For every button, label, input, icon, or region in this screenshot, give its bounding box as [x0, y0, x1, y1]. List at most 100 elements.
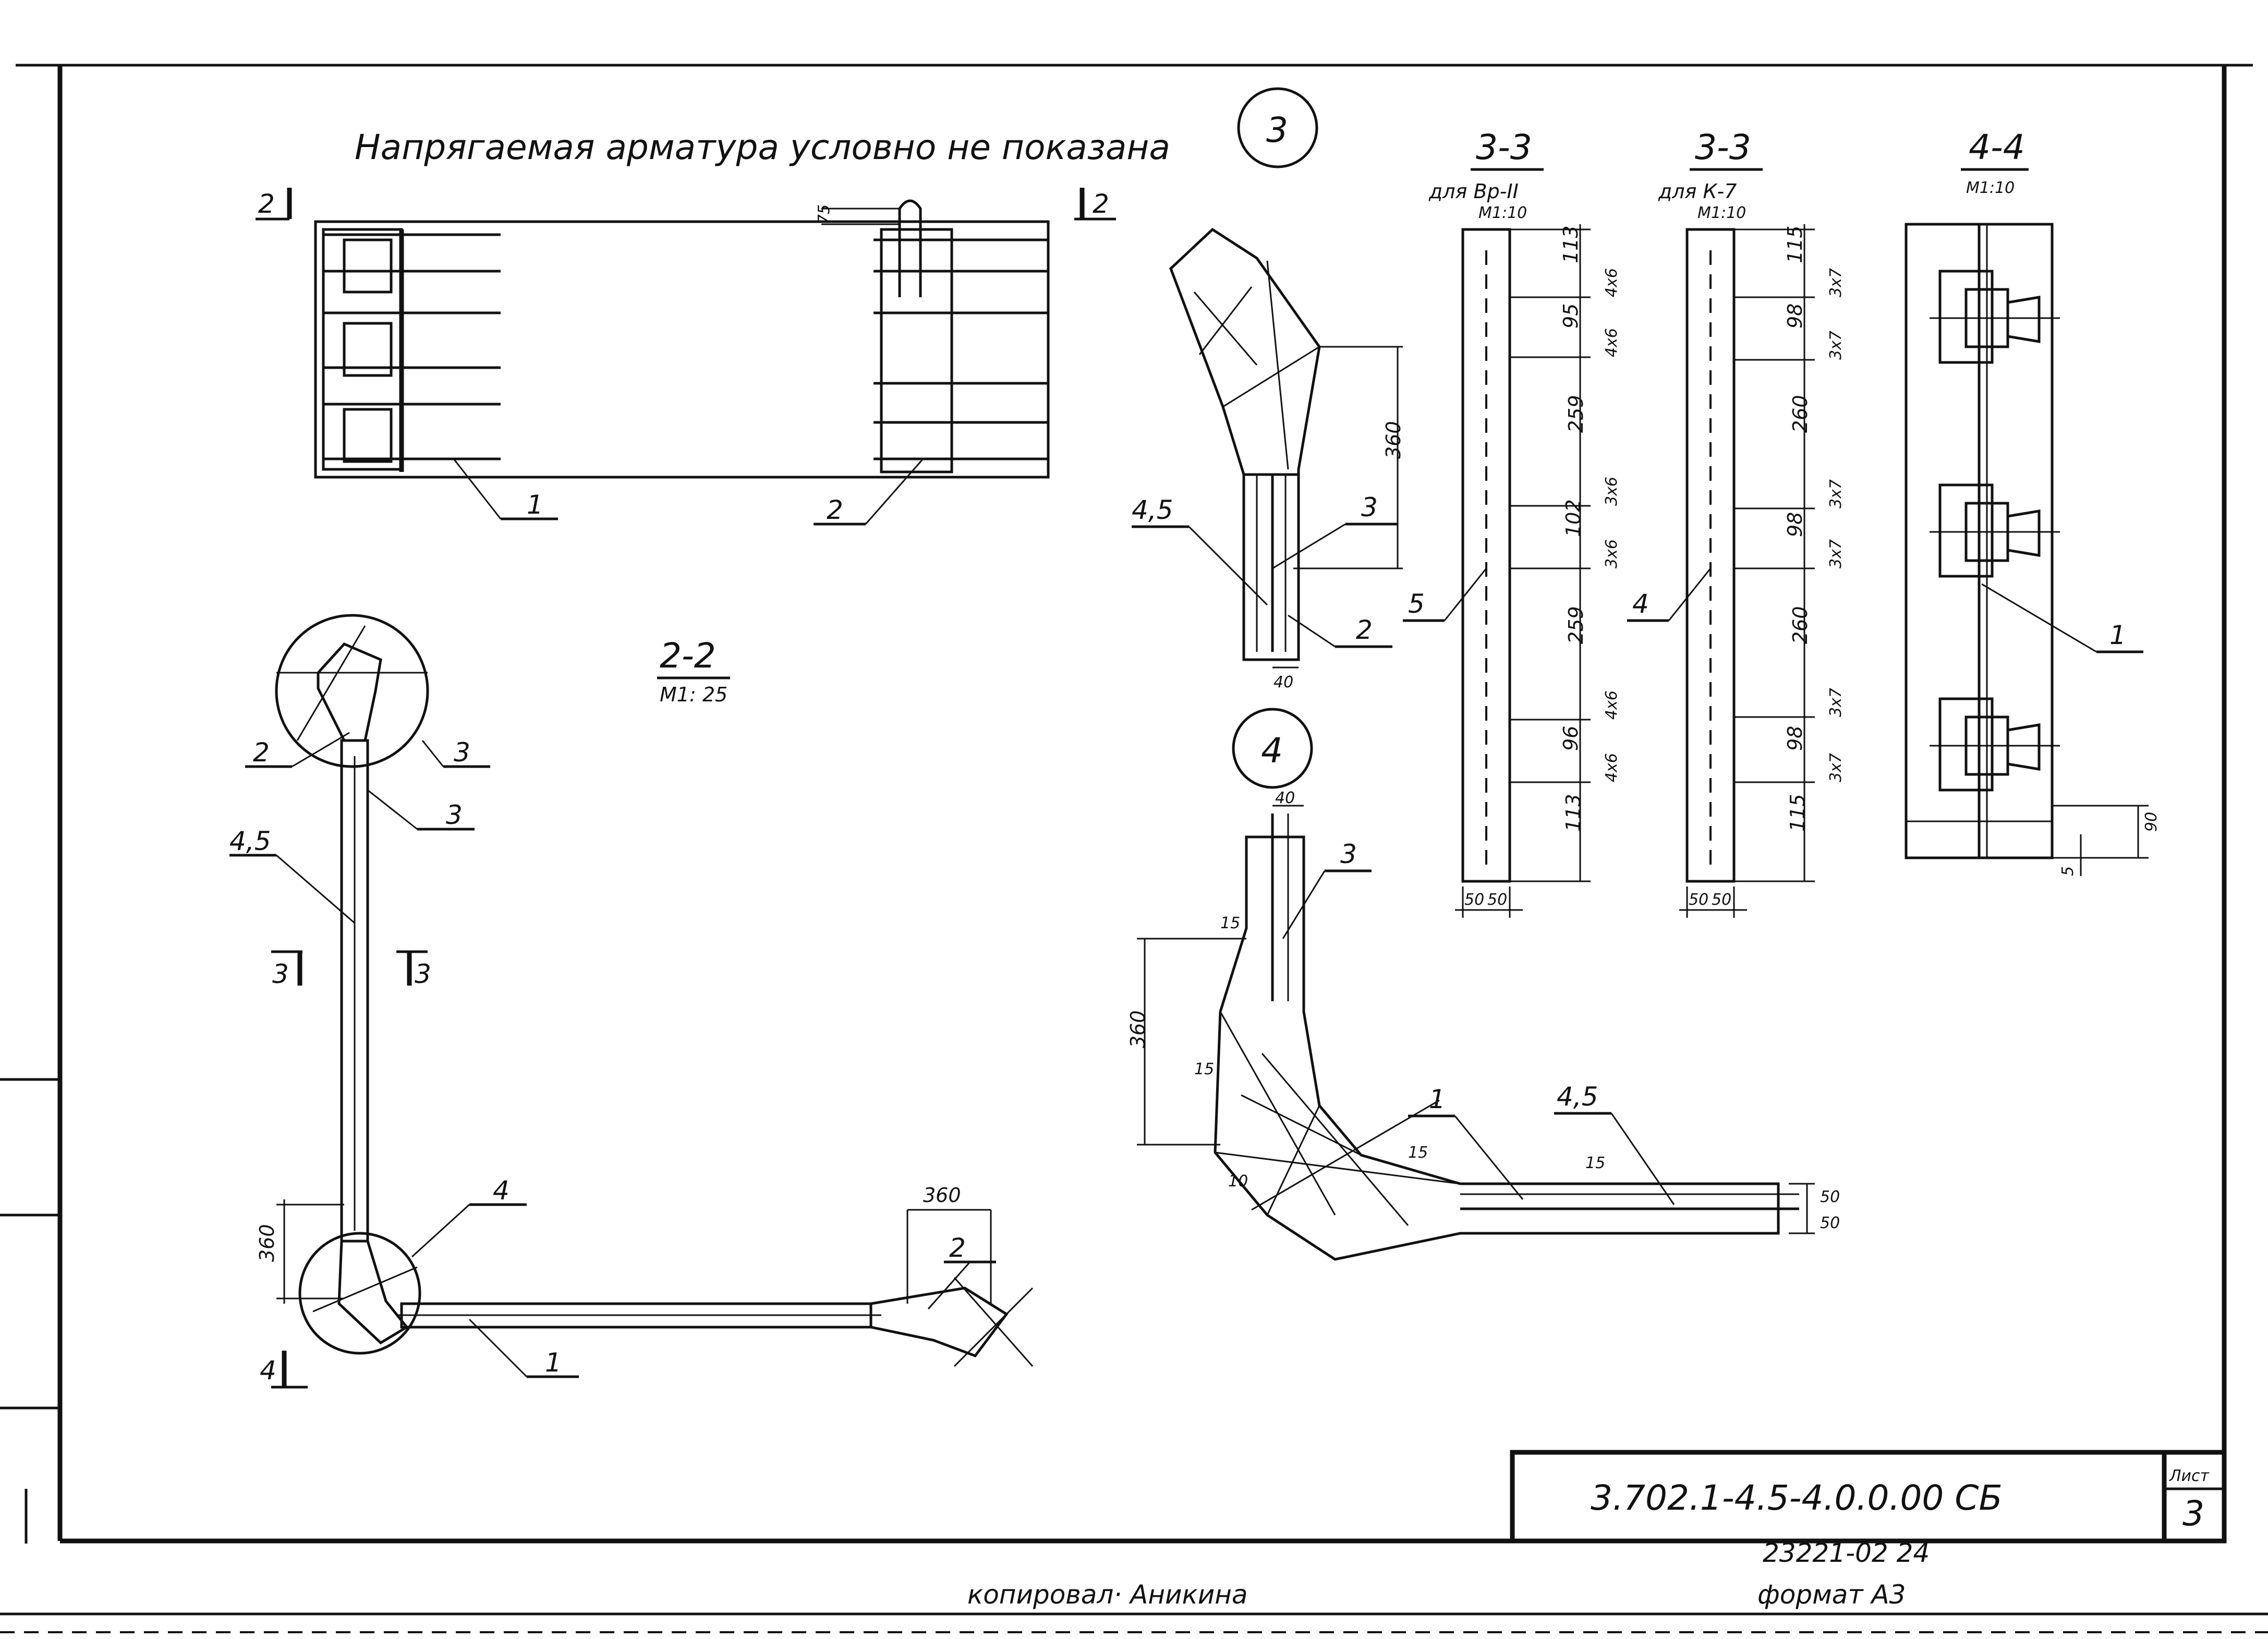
section-3-3-vr-dim-95: 95	[1559, 303, 1582, 329]
detail-3-dim-360: 360	[1382, 421, 1405, 459]
detail-3: 3 360 40 4,5 3 2	[1132, 87, 1405, 691]
detail-4: 4 40 360 15 15 15 10 15 50 50 3 1	[1126, 708, 1840, 1261]
dim-75: 75	[815, 204, 833, 224]
section-2-2-pos-1: 1	[545, 1347, 562, 1378]
detail-4-pos-4-5: 4,5	[1557, 1082, 1598, 1112]
section-mark-2-left: 2	[258, 189, 275, 219]
section-3-3-k7-dim-115a: 115	[1784, 225, 1806, 263]
sheet-number: 3	[2182, 1494, 2204, 1534]
section-4-4-dim-5: 5	[2059, 866, 2077, 876]
section-3-3-vr-dim-259a: 259	[1564, 395, 1587, 433]
section-4-4-pos-1: 1	[2109, 620, 2126, 650]
section-3-3-vr-bar-6: 4х6	[1603, 753, 1621, 782]
section-2-2-dim-360-horiz: 360	[923, 1184, 961, 1207]
callout-3-circle	[1237, 87, 1318, 168]
callout-4-number: 4	[1261, 731, 1283, 771]
section-2-2-pos-4: 4	[493, 1175, 510, 1206]
section-3-3-k7-bar-5: 3х7	[1827, 688, 1845, 717]
section-3-3-vr-dim-102: 102	[1562, 499, 1585, 537]
section-4-4-anchors	[1930, 270, 2060, 792]
detail-3-pos-4-5: 4,5	[1132, 495, 1173, 525]
section-3-3-vr: 3-3 для Вр-II М1:10 50 50 113 95 259 102…	[1403, 127, 1621, 918]
anchor-plates	[322, 228, 404, 472]
section-2-2-scale: М1: 25	[660, 683, 727, 706]
section-3-3-vr-width-50a: 50	[1464, 891, 1484, 909]
section-3-3-k7-subtitle: для К-7	[1658, 180, 1737, 203]
copied-by: копировал· Аникина	[967, 1580, 1248, 1610]
detail-4-dim-15d: 15	[1585, 1154, 1605, 1172]
section-3-3-k7-scale: М1:10	[1697, 204, 1746, 222]
section-2-2-dim-360-vert: 360	[256, 1224, 278, 1262]
section-4-4-dim-90: 90	[2142, 812, 2161, 832]
paper-format: формат А3	[1757, 1580, 1906, 1610]
section-3-3-vr-bar-1: 4х6	[1603, 268, 1621, 297]
section-3-3-k7-width-50b: 50	[1712, 891, 1731, 909]
section-3-3-vr-bar-4: 3х6	[1603, 539, 1621, 568]
plan-view: 75 2 2 1 2	[256, 188, 1116, 526]
detail-3-pos-2: 2	[1356, 615, 1373, 645]
section-3-3-k7-bar-6: 3х7	[1827, 753, 1845, 782]
callout-4-circle	[1232, 708, 1313, 789]
detail-4-pos-3: 3	[1340, 839, 1357, 869]
detail-4-dim-50b: 50	[1820, 1214, 1840, 1232]
section-3-3-k7-ticks	[1734, 228, 1815, 882]
drawing-frame	[0, 64, 2268, 1633]
section-mark-2-right: 2	[1093, 189, 1109, 219]
detail-3-dim-40: 40	[1274, 673, 1293, 691]
section-3-3-k7: 3-3 для К-7 М1:10 50 50 115 98 260 98 26…	[1627, 127, 1845, 918]
detail-4-dim-15b: 15	[1194, 1060, 1214, 1078]
section-3-3-k7-bar-4: 3х7	[1827, 539, 1845, 568]
section-2-2-pos-3b: 3	[446, 800, 463, 830]
section-2-2: 2-2 М1: 25 360 360 2 3	[229, 614, 1034, 1389]
section-2-2-pos-2b: 2	[949, 1233, 966, 1263]
section-3-3-k7-bar-2: 3х7	[1827, 331, 1845, 360]
section-2-2-title: 2-2	[660, 636, 716, 676]
detail-4-dim-15c: 15	[1408, 1144, 1428, 1162]
plan-pos-2: 2	[827, 495, 843, 525]
section-mark-4: 4	[260, 1355, 276, 1386]
section-3-3-k7-dim-115b: 115	[1786, 794, 1809, 832]
footer: 23221-02 24 копировал· Аникина формат А3	[967, 1538, 1930, 1610]
section-3-3-vr-ticks	[1510, 228, 1591, 882]
sheet-label: Лист	[2169, 1467, 2210, 1485]
section-3-3-k7-dim-98c: 98	[1784, 726, 1806, 751]
detail-4-dim-360: 360	[1126, 1010, 1149, 1048]
section-3-3-k7-title: 3-3	[1695, 127, 1751, 167]
detail-4-dim-50a: 50	[1820, 1188, 1840, 1206]
callout-3-number: 3	[1266, 110, 1288, 150]
section-3-3-vr-title: 3-3	[1476, 127, 1532, 167]
section-3-3-vr-bar-2: 4х6	[1603, 328, 1621, 357]
section-3-3-k7-pos-4: 4	[1632, 589, 1649, 619]
section-3-3-vr-subtitle: для Вр-II	[1428, 180, 1519, 203]
section-3-3-k7-dim-98a: 98	[1784, 303, 1806, 329]
section-3-3-k7-dim-260a: 260	[1789, 395, 1812, 433]
detail-3-pos-3: 3	[1361, 492, 1378, 523]
section-3-3-vr-dim-113b: 113	[1562, 794, 1585, 832]
section-3-3-vr-dim-259b: 259	[1564, 606, 1587, 644]
plan-pos-1: 1	[527, 490, 543, 520]
section-4-4: 4-4 М1:10 1 90 5	[1905, 127, 2161, 876]
section-mark-3-left: 3	[272, 959, 289, 989]
bars-position-2	[874, 199, 1048, 474]
section-2-2-pos-3a: 3	[454, 737, 470, 768]
bars-position-1	[323, 233, 501, 460]
section-3-3-vr-width-50b: 50	[1487, 891, 1507, 909]
section-3-3-vr-scale: М1:10	[1478, 204, 1527, 222]
section-3-3-vr-bar-3: 3х6	[1603, 477, 1621, 506]
section-3-3-k7-bar-3: 3х7	[1827, 479, 1845, 508]
section-3-3-k7-dim-260b: 260	[1789, 606, 1812, 644]
section-2-2-pos-4-5: 4,5	[229, 826, 271, 856]
section-3-3-vr-dim-113a: 113	[1559, 225, 1582, 263]
section-3-3-k7-dim-98b: 98	[1784, 512, 1806, 537]
section-mark-3-right: 3	[415, 959, 431, 989]
section-3-3-vr-dim-96: 96	[1559, 726, 1582, 751]
note-title: Напрягаемая арматура условно не показана	[355, 127, 1170, 167]
detail-4-pos-1: 1	[1429, 1084, 1446, 1114]
detail-4-dim-40: 40	[1275, 789, 1295, 807]
section-4-4-scale: М1:10	[1966, 179, 2015, 197]
section-3-3-vr-bar-5: 4х6	[1603, 690, 1621, 720]
section-3-3-k7-width-50a: 50	[1689, 891, 1708, 909]
section-3-3-vr-pos-5: 5	[1408, 589, 1425, 619]
title-block: 3.702.1-4.5-4.0.0.00 СБ Лист 3	[1510, 1450, 2227, 1544]
